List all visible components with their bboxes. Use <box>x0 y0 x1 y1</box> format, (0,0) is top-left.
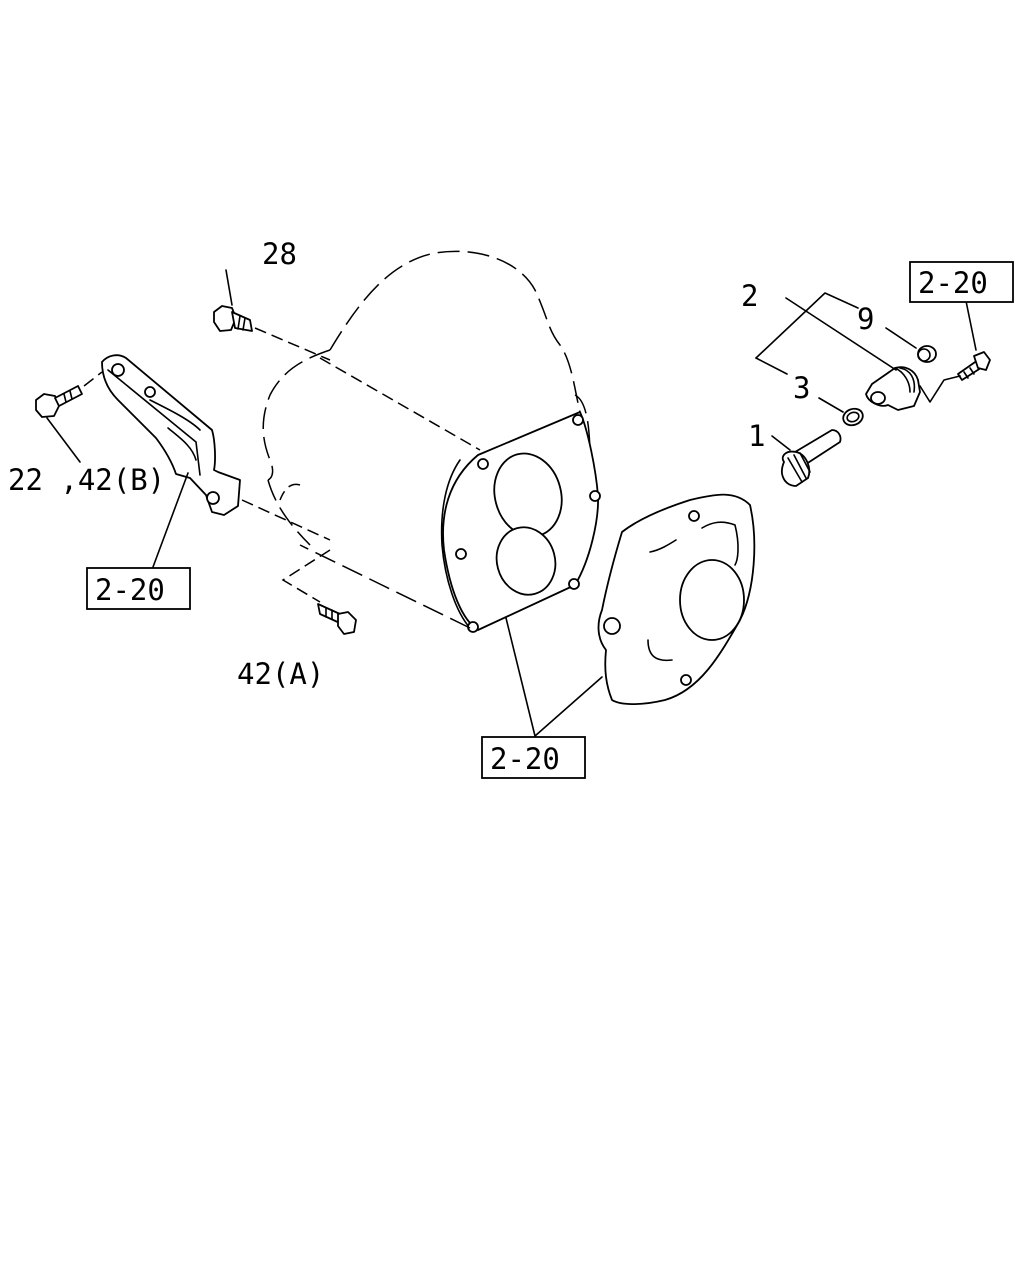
reference-box-left[interactable]: 2-20 <box>86 567 191 610</box>
label-9: 9 <box>857 302 874 336</box>
rear-cover-gasket <box>597 493 756 706</box>
bolt-28 <box>213 305 481 451</box>
bracket <box>101 354 331 603</box>
reference-label: 2-20 <box>95 573 165 607</box>
reference-box-top-right[interactable]: 2-20 <box>909 261 1014 303</box>
leader-lines <box>46 269 977 737</box>
label-28: 28 <box>262 237 297 271</box>
driven-gear-1 <box>781 429 842 487</box>
bolt-sleeve <box>919 351 991 403</box>
housing-face <box>299 411 601 633</box>
bolt-42a <box>317 603 357 635</box>
label-3: 3 <box>793 371 810 405</box>
label-22-42b: 22 ,42(B) <box>8 463 165 497</box>
label-42a: 42(A) <box>237 657 324 691</box>
bolt-22-42b <box>35 371 103 418</box>
reference-box-bottom[interactable]: 2-20 <box>481 736 586 779</box>
label-1: 1 <box>748 419 765 453</box>
sleeve-2 <box>865 366 921 411</box>
label-2: 2 <box>741 279 758 313</box>
transmission-housing <box>262 250 591 546</box>
o-ring-3 <box>842 407 864 427</box>
reference-label: 2-20 <box>490 742 560 776</box>
reference-label: 2-20 <box>918 266 988 300</box>
seal-9 <box>917 345 937 363</box>
